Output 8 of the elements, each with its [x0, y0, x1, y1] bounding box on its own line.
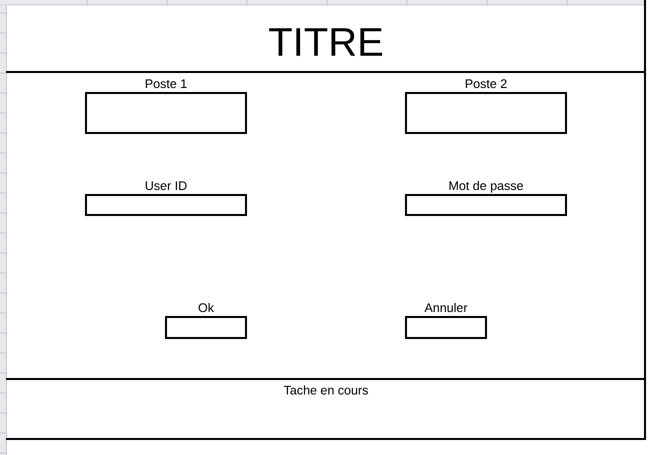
- field-label: Poste 1: [146, 79, 187, 88]
- status-bar: Tache en cours: [6, 378, 646, 440]
- title-bar: TITRE: [6, 0, 646, 73]
- field-label: Mot de passe: [450, 180, 523, 193]
- field-label: Ok: [198, 302, 214, 312]
- field-label: Poste 2: [466, 79, 507, 88]
- field-label: Annuler: [424, 302, 468, 312]
- field-label: User ID: [146, 181, 187, 190]
